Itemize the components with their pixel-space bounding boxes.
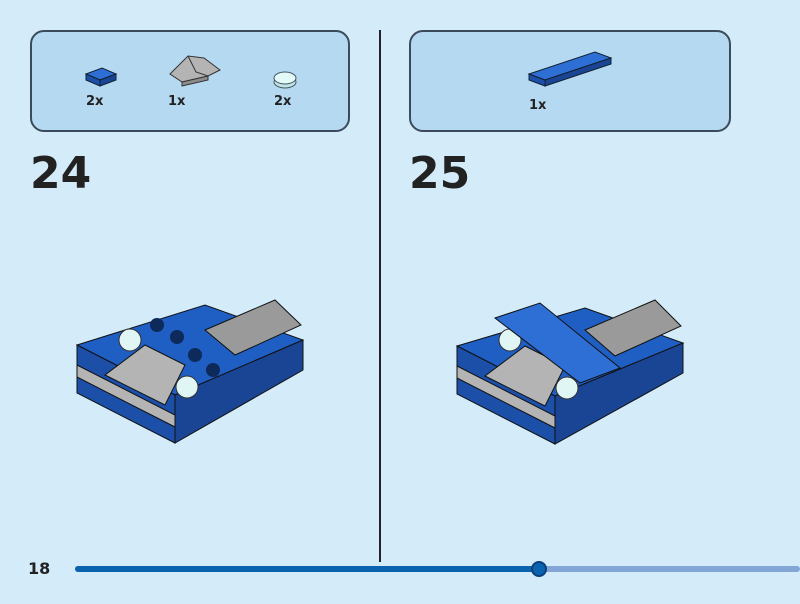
step-25-model-illustration xyxy=(455,299,685,445)
step-24-model-illustration xyxy=(75,299,305,444)
grey-slope-icon xyxy=(169,55,221,87)
blue-tile-1x4-icon xyxy=(527,51,613,87)
parts-callout-step-25: 1x xyxy=(409,30,731,132)
step-number: 25 xyxy=(409,148,471,199)
part-qty: 1x xyxy=(168,94,186,109)
progress-bar xyxy=(75,561,800,577)
page-number: 18 xyxy=(28,559,51,578)
blue-tile-1x1-icon xyxy=(84,67,118,87)
step-number: 24 xyxy=(30,148,92,199)
part-qty: 1x xyxy=(529,98,547,113)
part-qty: 2x xyxy=(86,94,104,109)
part-qty: 2x xyxy=(274,94,292,109)
progress-fill xyxy=(75,566,539,572)
parts-callout-step-24: 2x 1x 2x xyxy=(30,30,350,132)
trans-clear-round-tile-icon xyxy=(273,71,297,89)
step-divider xyxy=(379,30,381,562)
progress-marker xyxy=(531,561,547,577)
